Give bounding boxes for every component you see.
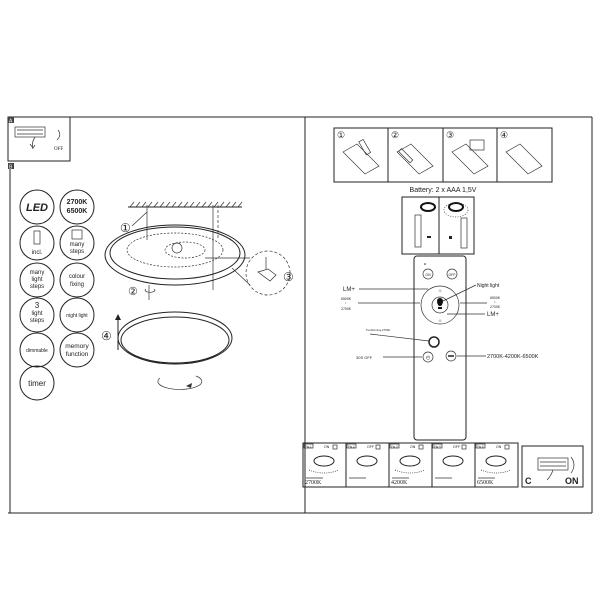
remote-control: ON OFF ☼ ☼ LM+ 6500K ↕ 2700K Night light… xyxy=(341,255,539,441)
night-light-icon: night light xyxy=(59,297,95,333)
svg-text:◴: ◴ xyxy=(426,355,431,361)
svg-text:LED: LED xyxy=(26,202,48,214)
on-label: ON xyxy=(565,476,579,486)
svg-text:function: function xyxy=(66,351,89,358)
step-4-label: ④ xyxy=(101,329,112,343)
remote-included-icon: incl. xyxy=(19,225,55,261)
many-light-steps-icon: many light steps xyxy=(19,262,55,298)
svg-text:timer: timer xyxy=(28,379,46,388)
svg-text:memory: memory xyxy=(65,343,89,350)
svg-text:6500K: 6500K xyxy=(341,297,352,301)
svg-text:6500K: 6500K xyxy=(490,296,501,300)
lm-down-label: LM+ xyxy=(487,312,499,318)
svg-text:ON: ON xyxy=(410,445,416,449)
svg-text:③: ③ xyxy=(446,130,454,140)
svg-text:many: many xyxy=(70,242,85,248)
remote-on-button: ON xyxy=(422,268,434,280)
night-light-label: Night light xyxy=(477,283,500,289)
svg-text:2700K: 2700K xyxy=(490,305,501,309)
svg-text:steps: steps xyxy=(30,284,44,290)
svg-text:Fig.1: Fig.1 xyxy=(305,444,312,448)
memory-function-icon: memory function xyxy=(59,332,95,368)
svg-text:☼: ☼ xyxy=(438,318,443,324)
svg-text:ON: ON xyxy=(425,273,431,277)
svg-text:2700K: 2700K xyxy=(67,199,88,206)
timer-label: 30S OFF xyxy=(356,355,373,360)
c-label: C xyxy=(525,476,532,486)
installation-diagram: ③ ① ② ④ xyxy=(101,201,294,390)
battery-steps: ① ② ③ ④ xyxy=(333,127,553,183)
lm-up-label: LM+ xyxy=(343,287,355,293)
fig-panel: Fig.4 OFF xyxy=(431,442,476,488)
step-1-label: ① xyxy=(120,221,131,235)
svg-text:Fig.5: Fig.5 xyxy=(477,444,484,448)
svg-text:Fig.2: Fig.2 xyxy=(348,444,355,448)
step-2-label: ② xyxy=(128,286,138,298)
svg-text:fixing: fixing xyxy=(70,282,84,288)
svg-text:OFF: OFF xyxy=(367,445,374,449)
svg-text:light: light xyxy=(31,311,42,317)
fig-panel: Fig.1 ON 2700K xyxy=(302,442,347,488)
fig-panel: Fig.5 ON 6500K xyxy=(474,442,519,488)
svg-text:↕: ↕ xyxy=(345,301,347,305)
svg-text:2700K: 2700K xyxy=(305,480,322,486)
svg-text:incl.: incl. xyxy=(32,250,43,256)
svg-text:6500K: 6500K xyxy=(477,480,494,486)
svg-text:3: 3 xyxy=(35,301,40,310)
pairing-diagram xyxy=(401,196,475,255)
fig-panel: Fig.2 OFF xyxy=(345,442,390,488)
svg-text:Fig.3: Fig.3 xyxy=(391,444,398,448)
off-label: OFF xyxy=(54,147,63,152)
remote-off-button: OFF xyxy=(446,268,458,280)
three-light-steps-icon: 3 light steps xyxy=(19,297,55,333)
section-label-a: A xyxy=(9,119,13,125)
feature-icons: LED 2700K 6500K incl. many steps many li… xyxy=(19,189,95,401)
svg-text:ON: ON xyxy=(496,445,502,449)
svg-text:①: ① xyxy=(337,130,345,140)
step-3-label: ③ xyxy=(283,270,294,284)
svg-text:night light: night light xyxy=(66,313,88,319)
svg-text:Fig.4: Fig.4 xyxy=(434,444,441,448)
svg-text:OFF: OFF xyxy=(453,445,460,449)
switch-sequence-strip: Fig.1 ON 2700K Fig.2 OFF Fig.3 ON 4200K Fig.4 OFF… xyxy=(302,442,519,488)
section-b-marker xyxy=(8,163,14,169)
fig-panel: Fig.3 ON 4200K xyxy=(388,442,433,488)
svg-text:colour: colour xyxy=(69,274,85,280)
svg-text:light: light xyxy=(31,277,42,283)
section-a-switch-box: A OFF xyxy=(7,116,71,162)
svg-text:↕: ↕ xyxy=(494,300,496,304)
led-icon: LED xyxy=(19,189,55,225)
svg-text:Tundimming 2700K: Tundimming 2700K xyxy=(366,328,390,332)
svg-text:2700K: 2700K xyxy=(341,307,352,311)
many-steps-icon: many steps xyxy=(59,225,95,261)
cct-cycle-label: 2700K-4200K-6500K xyxy=(487,354,539,360)
svg-text:dimmable: dimmable xyxy=(26,348,48,354)
svg-text:6500K: 6500K xyxy=(67,208,88,215)
svg-text:ON: ON xyxy=(324,445,330,449)
color-temperature-icon: 2700K 6500K xyxy=(59,189,95,225)
svg-text:steps: steps xyxy=(70,249,84,255)
wall-switch-box: C ON xyxy=(521,445,584,488)
timer-icon: timer xyxy=(19,365,55,401)
svg-text:④: ④ xyxy=(500,130,508,140)
svg-text:☼: ☼ xyxy=(438,288,443,294)
colour-fixing-icon: colour fixing xyxy=(59,262,95,298)
svg-text:②: ② xyxy=(391,130,399,140)
svg-text:OFF: OFF xyxy=(449,273,456,277)
section-label-b: B xyxy=(9,165,13,171)
svg-text:4200K: 4200K xyxy=(391,480,408,486)
dimmable-icon: dimmable xyxy=(19,332,55,368)
svg-text:steps: steps xyxy=(30,318,44,324)
battery-label: Battery: 2 x AAA 1,5V xyxy=(410,187,477,194)
svg-text:many: many xyxy=(30,270,45,276)
